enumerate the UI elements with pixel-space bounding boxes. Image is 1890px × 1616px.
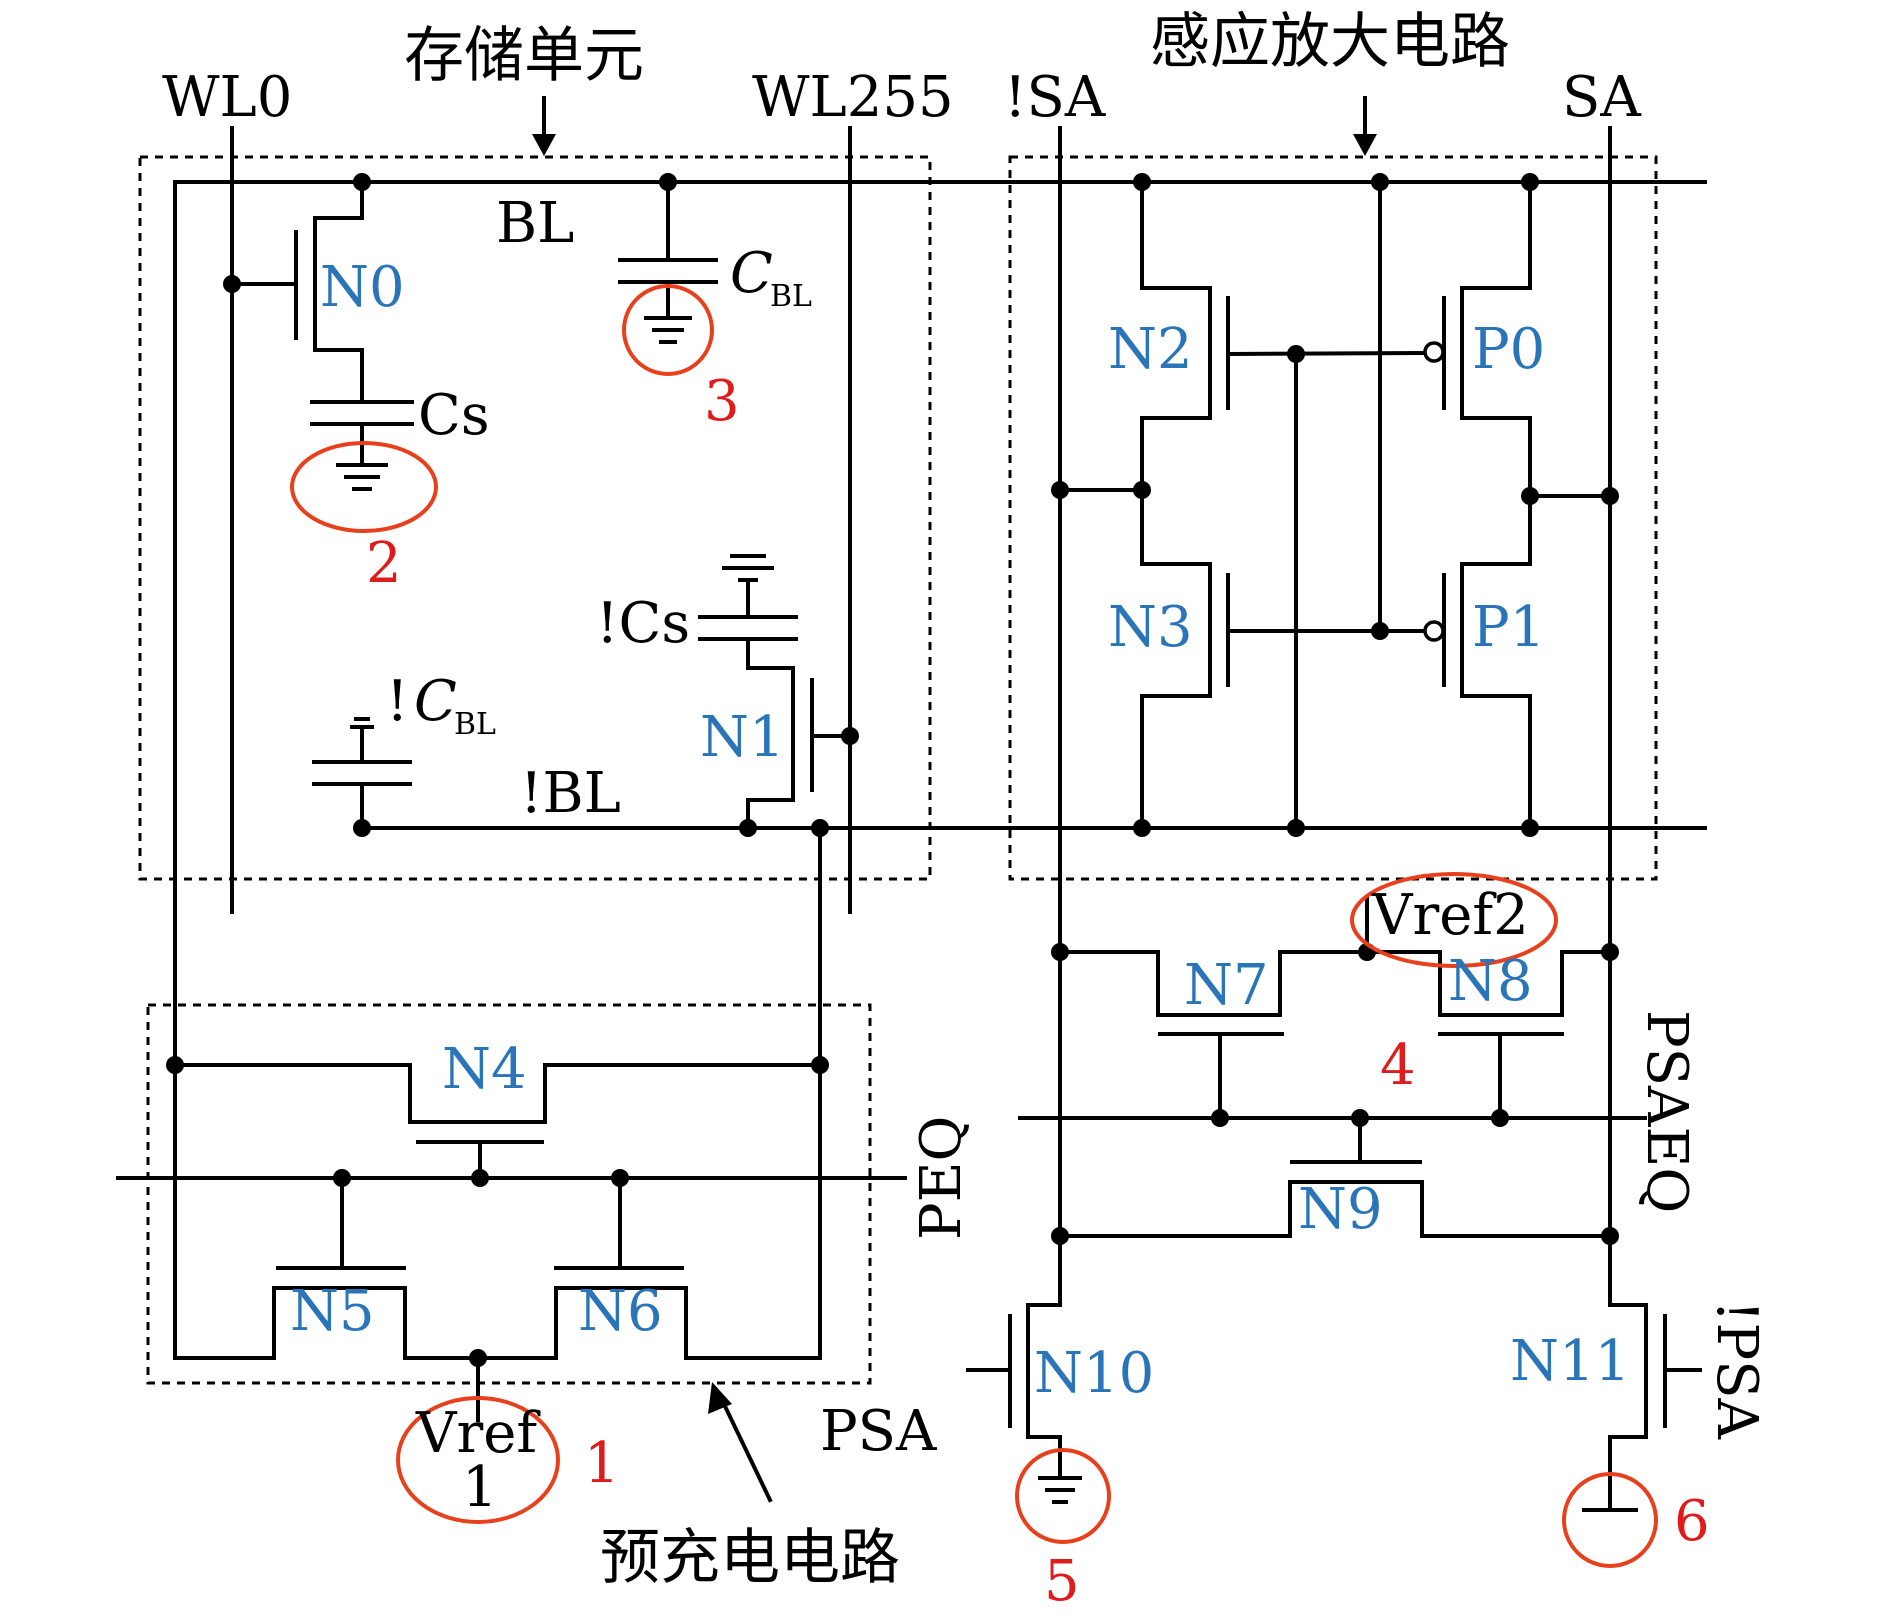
marker-ring-2 <box>290 441 438 533</box>
device-n10: N10 <box>1034 1341 1154 1406</box>
device-n0: N0 <box>320 255 405 320</box>
device-n8: N8 <box>1448 949 1533 1014</box>
marker-1: 1 <box>584 1431 620 1496</box>
ncbl-sub-label: BL <box>454 707 496 742</box>
memory-cell-title: 存储单元 <box>404 21 644 91</box>
marker-ring-4 <box>1350 872 1558 968</box>
n2-n3-channel <box>1140 180 1212 830</box>
device-n3: N3 <box>1108 595 1193 660</box>
p0-p1-channel <box>1460 180 1532 830</box>
device-n5: N5 <box>290 1279 375 1344</box>
marker-ring-1 <box>396 1396 560 1524</box>
wl0-label: WL0 <box>162 65 292 130</box>
peq-label: PEQ <box>909 1116 974 1240</box>
precharge-title: 预充电电路 <box>600 1523 900 1593</box>
device-n11: N11 <box>1510 1329 1630 1394</box>
sa-label: SA <box>1562 65 1641 130</box>
n4-channel <box>173 1063 822 1124</box>
device-n7: N7 <box>1184 953 1269 1018</box>
nsa-label: !SA <box>1004 65 1106 130</box>
memory-cell-box <box>138 155 932 881</box>
precharge-arrow <box>719 1397 773 1503</box>
n2-p0-gate-wire <box>1225 350 1428 357</box>
n11-channel <box>1608 1234 1648 1512</box>
marker-5: 5 <box>1044 1549 1080 1614</box>
wl255-label: WL255 <box>752 65 954 130</box>
marker-2: 2 <box>366 531 402 596</box>
precharge-box <box>146 1003 872 1385</box>
n9-channel <box>1058 1180 1612 1238</box>
device-n9: N9 <box>1298 1177 1383 1242</box>
cbl-sub-label: BL <box>770 279 812 314</box>
n10-channel <box>1026 1234 1062 1480</box>
ncs-label: !Cs <box>596 591 690 656</box>
n5-n6-channel <box>173 1063 822 1360</box>
device-n1: N1 <box>700 705 785 770</box>
nbl-label: !BL <box>520 761 621 826</box>
junctions <box>166 173 1619 1367</box>
memory-cell-arrowhead <box>532 134 556 156</box>
marker-3: 3 <box>704 369 740 434</box>
n1-channel <box>746 637 795 830</box>
ncbl-label: C <box>414 669 457 734</box>
marker-6: 6 <box>1674 1489 1710 1554</box>
marker-ring-6 <box>1562 1472 1658 1568</box>
marker-4: 4 <box>1380 1033 1416 1098</box>
sense-amp-box <box>1008 155 1658 881</box>
device-p1: P1 <box>1472 595 1545 660</box>
device-n6: N6 <box>578 1279 663 1344</box>
cbl-label: C <box>730 241 773 306</box>
psa-label: PSA <box>820 1399 937 1464</box>
marker-ring-3 <box>622 284 714 376</box>
marker-ring-5 <box>1015 1448 1111 1544</box>
ncbl-prefix-label: ! <box>386 669 409 734</box>
cs-label: Cs <box>418 383 490 448</box>
p0-bubble <box>1423 341 1445 363</box>
p1-bubble <box>1423 620 1445 642</box>
device-n4: N4 <box>442 1037 527 1102</box>
bl-label: BL <box>496 191 574 256</box>
sense-amp-arrowhead <box>1353 134 1377 156</box>
vref2-label: Vref2 <box>1371 883 1529 948</box>
vref-label-line1: Vref <box>415 1401 541 1466</box>
precharge-arrowhead <box>708 1382 732 1414</box>
vref-label-line2: 1 <box>462 1455 498 1520</box>
npsa-label: !PSA <box>1704 1300 1769 1440</box>
device-p0: P0 <box>1472 317 1545 382</box>
device-n2: N2 <box>1108 317 1193 382</box>
n0-channel <box>313 180 364 394</box>
sense-amp-title: 感应放大电路 <box>1150 7 1510 77</box>
psaeq-label: PSAEQ <box>1634 1010 1699 1213</box>
